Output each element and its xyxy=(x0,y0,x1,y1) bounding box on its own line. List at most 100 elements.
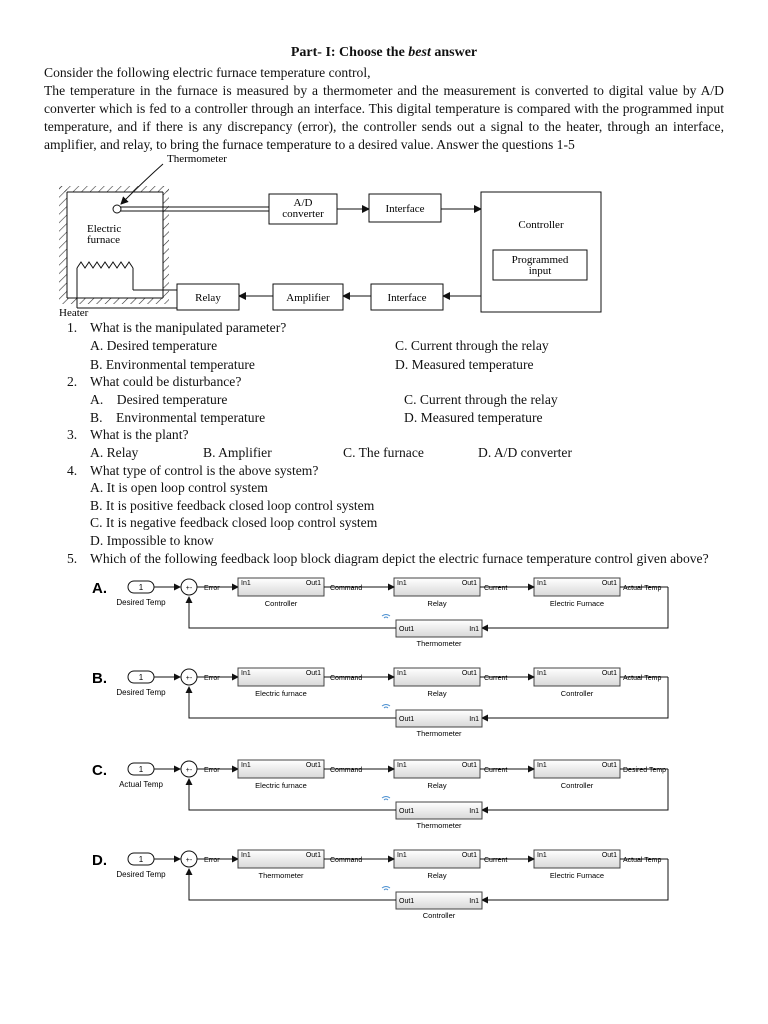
option-b-command-label: Command xyxy=(330,675,362,682)
option-d-feedback-line-right xyxy=(481,859,669,904)
option-b-block-1 xyxy=(237,667,325,687)
option-c-block-2-out: Out1 xyxy=(462,762,477,769)
option-c-output-label: Desired Temp xyxy=(623,767,666,774)
option-c-feedback-in: In1 xyxy=(469,808,479,815)
option-a-constant-block xyxy=(127,580,155,594)
intro-line-2: The temperature in the furnace is measur… xyxy=(44,83,724,152)
q1-option-c[interactable]: C. Current through the relay xyxy=(395,338,549,353)
option-c-block-2-in: In1 xyxy=(397,762,407,769)
q2-option-d[interactable]: D. Measured temperature xyxy=(404,410,543,425)
intro-line-1: Consider the following electric furnace … xyxy=(44,65,371,80)
option-d-feedback-line-left xyxy=(185,868,396,901)
option-b-feedback-in: In1 xyxy=(469,716,479,723)
option-c-letter: C. xyxy=(92,762,107,779)
q3-option-b[interactable]: B. Amplifier xyxy=(203,445,272,460)
option-a-signal-icon xyxy=(381,614,391,619)
q3-option-a[interactable]: A. Relay xyxy=(90,445,139,460)
option-b-feedback-block xyxy=(395,709,483,728)
option-a-feedback-out: Out1 xyxy=(399,626,414,633)
q1-option-a[interactable]: A. Desired temperature xyxy=(90,338,218,353)
option-c-error-label: Error xyxy=(204,767,220,774)
option-b-input-label: Desired Temp xyxy=(116,688,166,697)
option-b-block-1-in: In1 xyxy=(241,670,251,677)
q2-option-b[interactable]: B. Environmental temperature xyxy=(90,410,266,425)
option-b-block-2-label: Relay xyxy=(427,689,446,698)
q4-option-b[interactable]: B. It is positive feedback closed loop c… xyxy=(90,498,375,513)
option-d-feedback-in: In1 xyxy=(469,898,479,905)
option-b-output-label: Actual Temp xyxy=(623,675,661,682)
controller-label: Controller xyxy=(518,219,564,231)
option-c-block-1 xyxy=(237,759,325,779)
q3-option-d[interactable]: D. A/D converter xyxy=(478,445,572,460)
option-d-sum-icon xyxy=(180,850,198,868)
q1-text: What is the manipulated parameter? xyxy=(90,320,287,335)
option-c-block-1-label: Electric furnace xyxy=(255,781,307,790)
option-c-block-3-out: Out1 xyxy=(602,762,617,769)
option-a-block-2-out: Out1 xyxy=(462,580,477,587)
option-a-block-1-in: In1 xyxy=(241,580,251,587)
option-b-feedback-line-right xyxy=(481,677,669,722)
q2-option-c[interactable]: C. Current through the relay xyxy=(404,392,558,407)
option-c-feedback-label: Thermometer xyxy=(416,821,462,830)
q2-option-a[interactable]: A. Desired temperature xyxy=(90,392,228,407)
q4-option-d[interactable]: D. Impossible to know xyxy=(90,533,214,548)
option-c-sum-icon xyxy=(180,760,198,778)
option-b-constant-block xyxy=(127,670,155,684)
option-a-feedback-line-right xyxy=(481,587,669,632)
programmed-label-2: input xyxy=(529,265,552,277)
option-d-block-3-out: Out1 xyxy=(602,852,617,859)
option-d-feedback-out: Out1 xyxy=(399,898,414,905)
option-c-command-label: Command xyxy=(330,767,362,774)
option-a-letter: A. xyxy=(92,580,107,597)
option-a-feedback-in: In1 xyxy=(469,626,479,633)
q1-option-b[interactable]: B. Environmental temperature xyxy=(90,357,255,372)
option-d-feedback-block xyxy=(395,891,483,910)
furnace-label-1: Electric xyxy=(87,223,121,235)
option-a-block-3-in: In1 xyxy=(537,580,547,587)
q3-option-c[interactable]: C. The furnace xyxy=(343,445,424,460)
option-a-current-label: Current xyxy=(484,585,507,592)
option-a-block-2-label: Relay xyxy=(427,599,446,608)
heater-label: Heater xyxy=(59,307,89,319)
option-b-block-3-out: Out1 xyxy=(602,670,617,677)
option-d-input-label: Desired Temp xyxy=(116,870,166,879)
option-b-current-label: Current xyxy=(484,675,507,682)
option-d-block-2 xyxy=(393,849,481,869)
option-a-sum-icon xyxy=(180,578,198,596)
option-c-constant-value: 1 xyxy=(139,765,144,774)
interface-bottom-label: Interface xyxy=(387,292,426,304)
option-a-command-label: Command xyxy=(330,585,362,592)
furnace-label-2: furnace xyxy=(87,234,120,246)
option-b-sum-icon xyxy=(180,668,198,686)
q4-option-a[interactable]: A. It is open loop control system xyxy=(90,480,268,495)
option-a-block-1 xyxy=(237,577,325,597)
interface-top-label: Interface xyxy=(385,203,424,215)
option-b-block-3-label: Controller xyxy=(561,689,594,698)
option-a-block-2 xyxy=(393,577,481,597)
option-c-constant-block xyxy=(127,762,155,776)
option-c-block-2-label: Relay xyxy=(427,781,446,790)
option-d-block-2-in: In1 xyxy=(397,852,407,859)
q4-option-c[interactable]: C. It is negative feedback closed loop c… xyxy=(90,515,378,530)
option-c-feedback-block xyxy=(395,801,483,820)
option-c-block-3 xyxy=(533,759,621,779)
q5-number: 5. xyxy=(67,551,78,566)
option-d-block-1 xyxy=(237,849,325,869)
q1-option-d[interactable]: D. Measured temperature xyxy=(395,357,534,372)
q3-text: What is the plant? xyxy=(90,427,189,442)
option-a-block-1-out: Out1 xyxy=(306,580,321,587)
option-d-command-label: Command xyxy=(330,857,362,864)
option-b-letter: B. xyxy=(92,670,107,687)
option-b-feedback-out: Out1 xyxy=(399,716,414,723)
option-a-block-2-in: In1 xyxy=(397,580,407,587)
option-c-feedback-line-left xyxy=(185,778,396,811)
option-d-block-1-out: Out1 xyxy=(306,852,321,859)
option-d-current-label: Current xyxy=(484,857,507,864)
option-b-sum-signs: +- xyxy=(186,675,193,682)
option-b-block-2 xyxy=(393,667,481,687)
option-a-sum-signs: +- xyxy=(186,585,193,592)
option-b-feedback-line-left xyxy=(185,686,396,719)
q1-number: 1. xyxy=(67,320,78,335)
thermometer-label: Thermometer xyxy=(167,153,227,165)
option-a-output-label: Actual Temp xyxy=(623,585,661,592)
